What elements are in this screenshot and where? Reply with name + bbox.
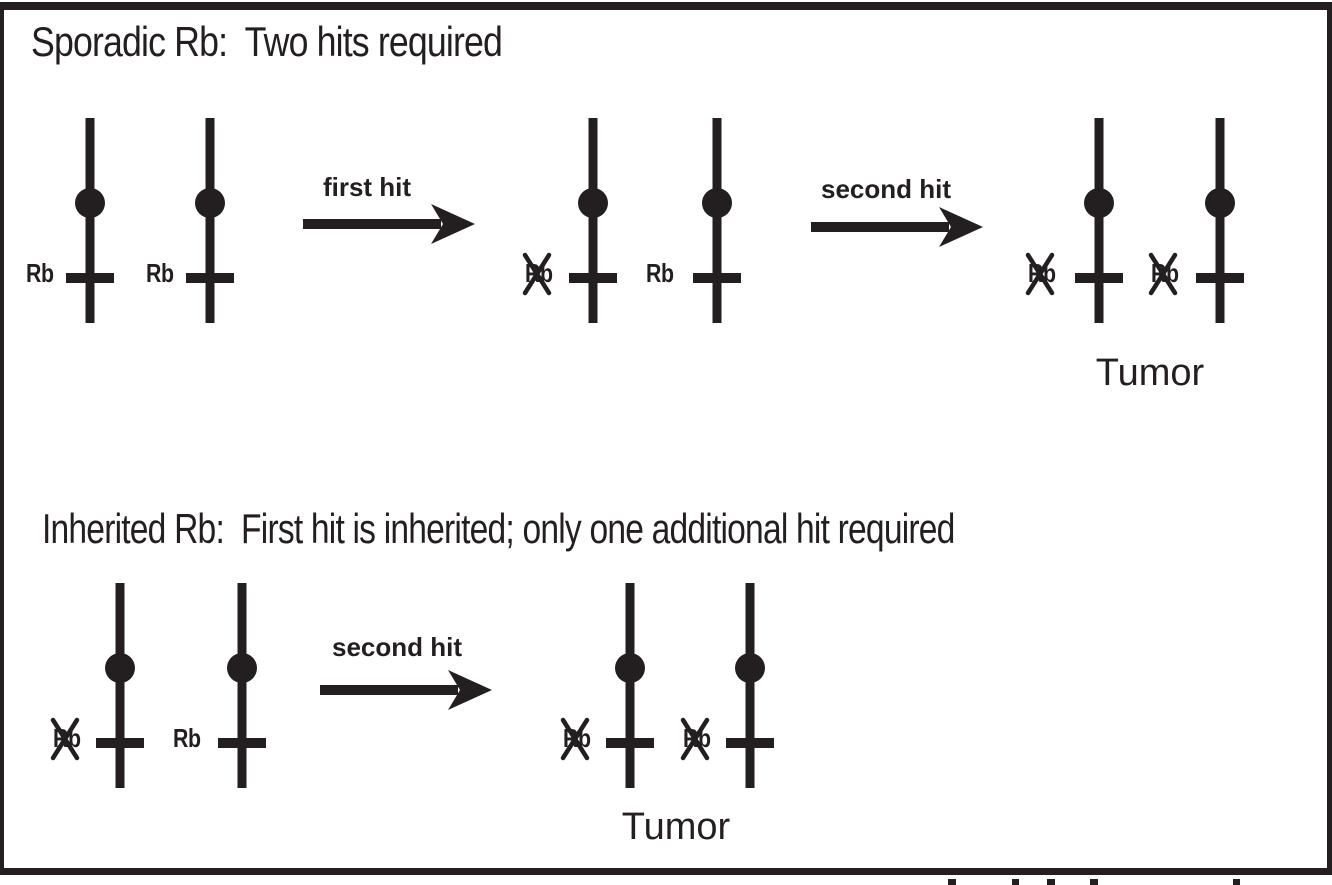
rb-allele-label-knocked-out: Rb	[522, 252, 559, 296]
centromere-icon	[105, 653, 135, 683]
section-title-sporadic: Sporadic Rb: Two hits required	[31, 18, 503, 65]
rb-locus-tick	[606, 738, 654, 748]
rb-locus-tick	[66, 273, 114, 283]
arrow-right-icon	[303, 204, 475, 244]
cropped-text-fragment	[1233, 879, 1240, 885]
tumor-caption: Tumor	[1095, 352, 1205, 394]
rb-allele-label-knocked-out: Rb	[560, 717, 597, 761]
figure-border-bottom	[0, 868, 1332, 875]
knockout-x-icon	[522, 252, 552, 296]
chromosome	[569, 118, 617, 323]
chromosome-arm	[85, 118, 95, 323]
chromosome	[1075, 118, 1123, 323]
centromere-icon	[75, 188, 105, 218]
rb-label-text: Rb	[146, 258, 174, 288]
chromosome-arm	[712, 118, 722, 323]
arrow-right-icon	[811, 207, 983, 247]
rb-locus-tick	[96, 738, 144, 748]
rb-locus-tick	[569, 273, 617, 283]
chromosome	[1196, 118, 1244, 323]
chromosome-arm	[1094, 118, 1104, 323]
centromere-icon	[615, 653, 645, 683]
rb-allele-label-knocked-out: Rb	[1025, 252, 1062, 296]
chromosome-arm	[237, 583, 247, 788]
chromosome-arm	[745, 583, 755, 788]
cropped-text-fragment	[1012, 879, 1019, 885]
centromere-icon	[578, 188, 608, 218]
chromosome-arm	[588, 118, 598, 323]
chromosome-arm	[625, 583, 635, 788]
centromere-icon	[702, 188, 732, 218]
figure-border-top	[4, 2, 1332, 10]
chromosome-arm	[205, 118, 215, 323]
rb-label-text: Rb	[173, 723, 201, 753]
cropped-text-fragment	[1090, 879, 1098, 885]
centromere-icon	[1205, 188, 1235, 218]
figure-border-left	[0, 2, 4, 875]
rb-locus-tick	[1075, 273, 1123, 283]
tumor-caption: Tumor	[621, 806, 731, 848]
rb-allele-label-knocked-out: Rb	[680, 717, 717, 761]
arrow-label-second-hit: second hit	[331, 632, 462, 662]
chromosome	[186, 118, 234, 323]
rb-allele-label: Rb	[146, 258, 180, 288]
rb-locus-tick	[693, 273, 741, 283]
cropped-text-fragment	[1047, 879, 1055, 885]
centromere-icon	[1084, 188, 1114, 218]
chromosome	[726, 583, 774, 788]
rb-allele-label: Rb	[646, 258, 680, 288]
arrow-right-icon	[320, 670, 492, 710]
rb-allele-label: Rb	[173, 723, 207, 753]
rb-locus-tick	[1196, 273, 1244, 283]
cropped-text-fragment	[948, 879, 956, 885]
figure-border-right	[1327, 2, 1332, 875]
chromosome	[606, 583, 654, 788]
rb-label-text: Rb	[26, 258, 54, 288]
chromosome	[96, 583, 144, 788]
chromosome-arm	[115, 583, 125, 788]
rb-locus-tick	[726, 738, 774, 748]
centromere-icon	[195, 188, 225, 218]
rb-allele-label-knocked-out: Rb	[50, 717, 87, 761]
chromosome-arm	[1215, 118, 1225, 323]
arrow-label-first-hit: first hit	[322, 172, 412, 202]
centromere-icon	[227, 653, 257, 683]
arrow-label-second-hit: second hit	[820, 174, 951, 204]
chromosome	[693, 118, 741, 323]
knockout-x-icon	[50, 717, 80, 761]
rb-locus-tick	[186, 273, 234, 283]
knockout-x-icon	[560, 717, 590, 761]
knockout-x-icon	[1148, 252, 1178, 296]
rb-allele-label-knocked-out: Rb	[1148, 252, 1185, 296]
rb-allele-label: Rb	[26, 258, 60, 288]
rb-locus-tick	[218, 738, 266, 748]
knockout-x-icon	[680, 717, 710, 761]
section-title-inherited: Inherited Rb: First hit is inherited; on…	[42, 505, 955, 552]
chromosome	[218, 583, 266, 788]
knockout-x-icon	[1025, 252, 1055, 296]
centromere-icon	[735, 653, 765, 683]
chromosome	[66, 118, 114, 323]
rb-label-text: Rb	[646, 258, 674, 288]
